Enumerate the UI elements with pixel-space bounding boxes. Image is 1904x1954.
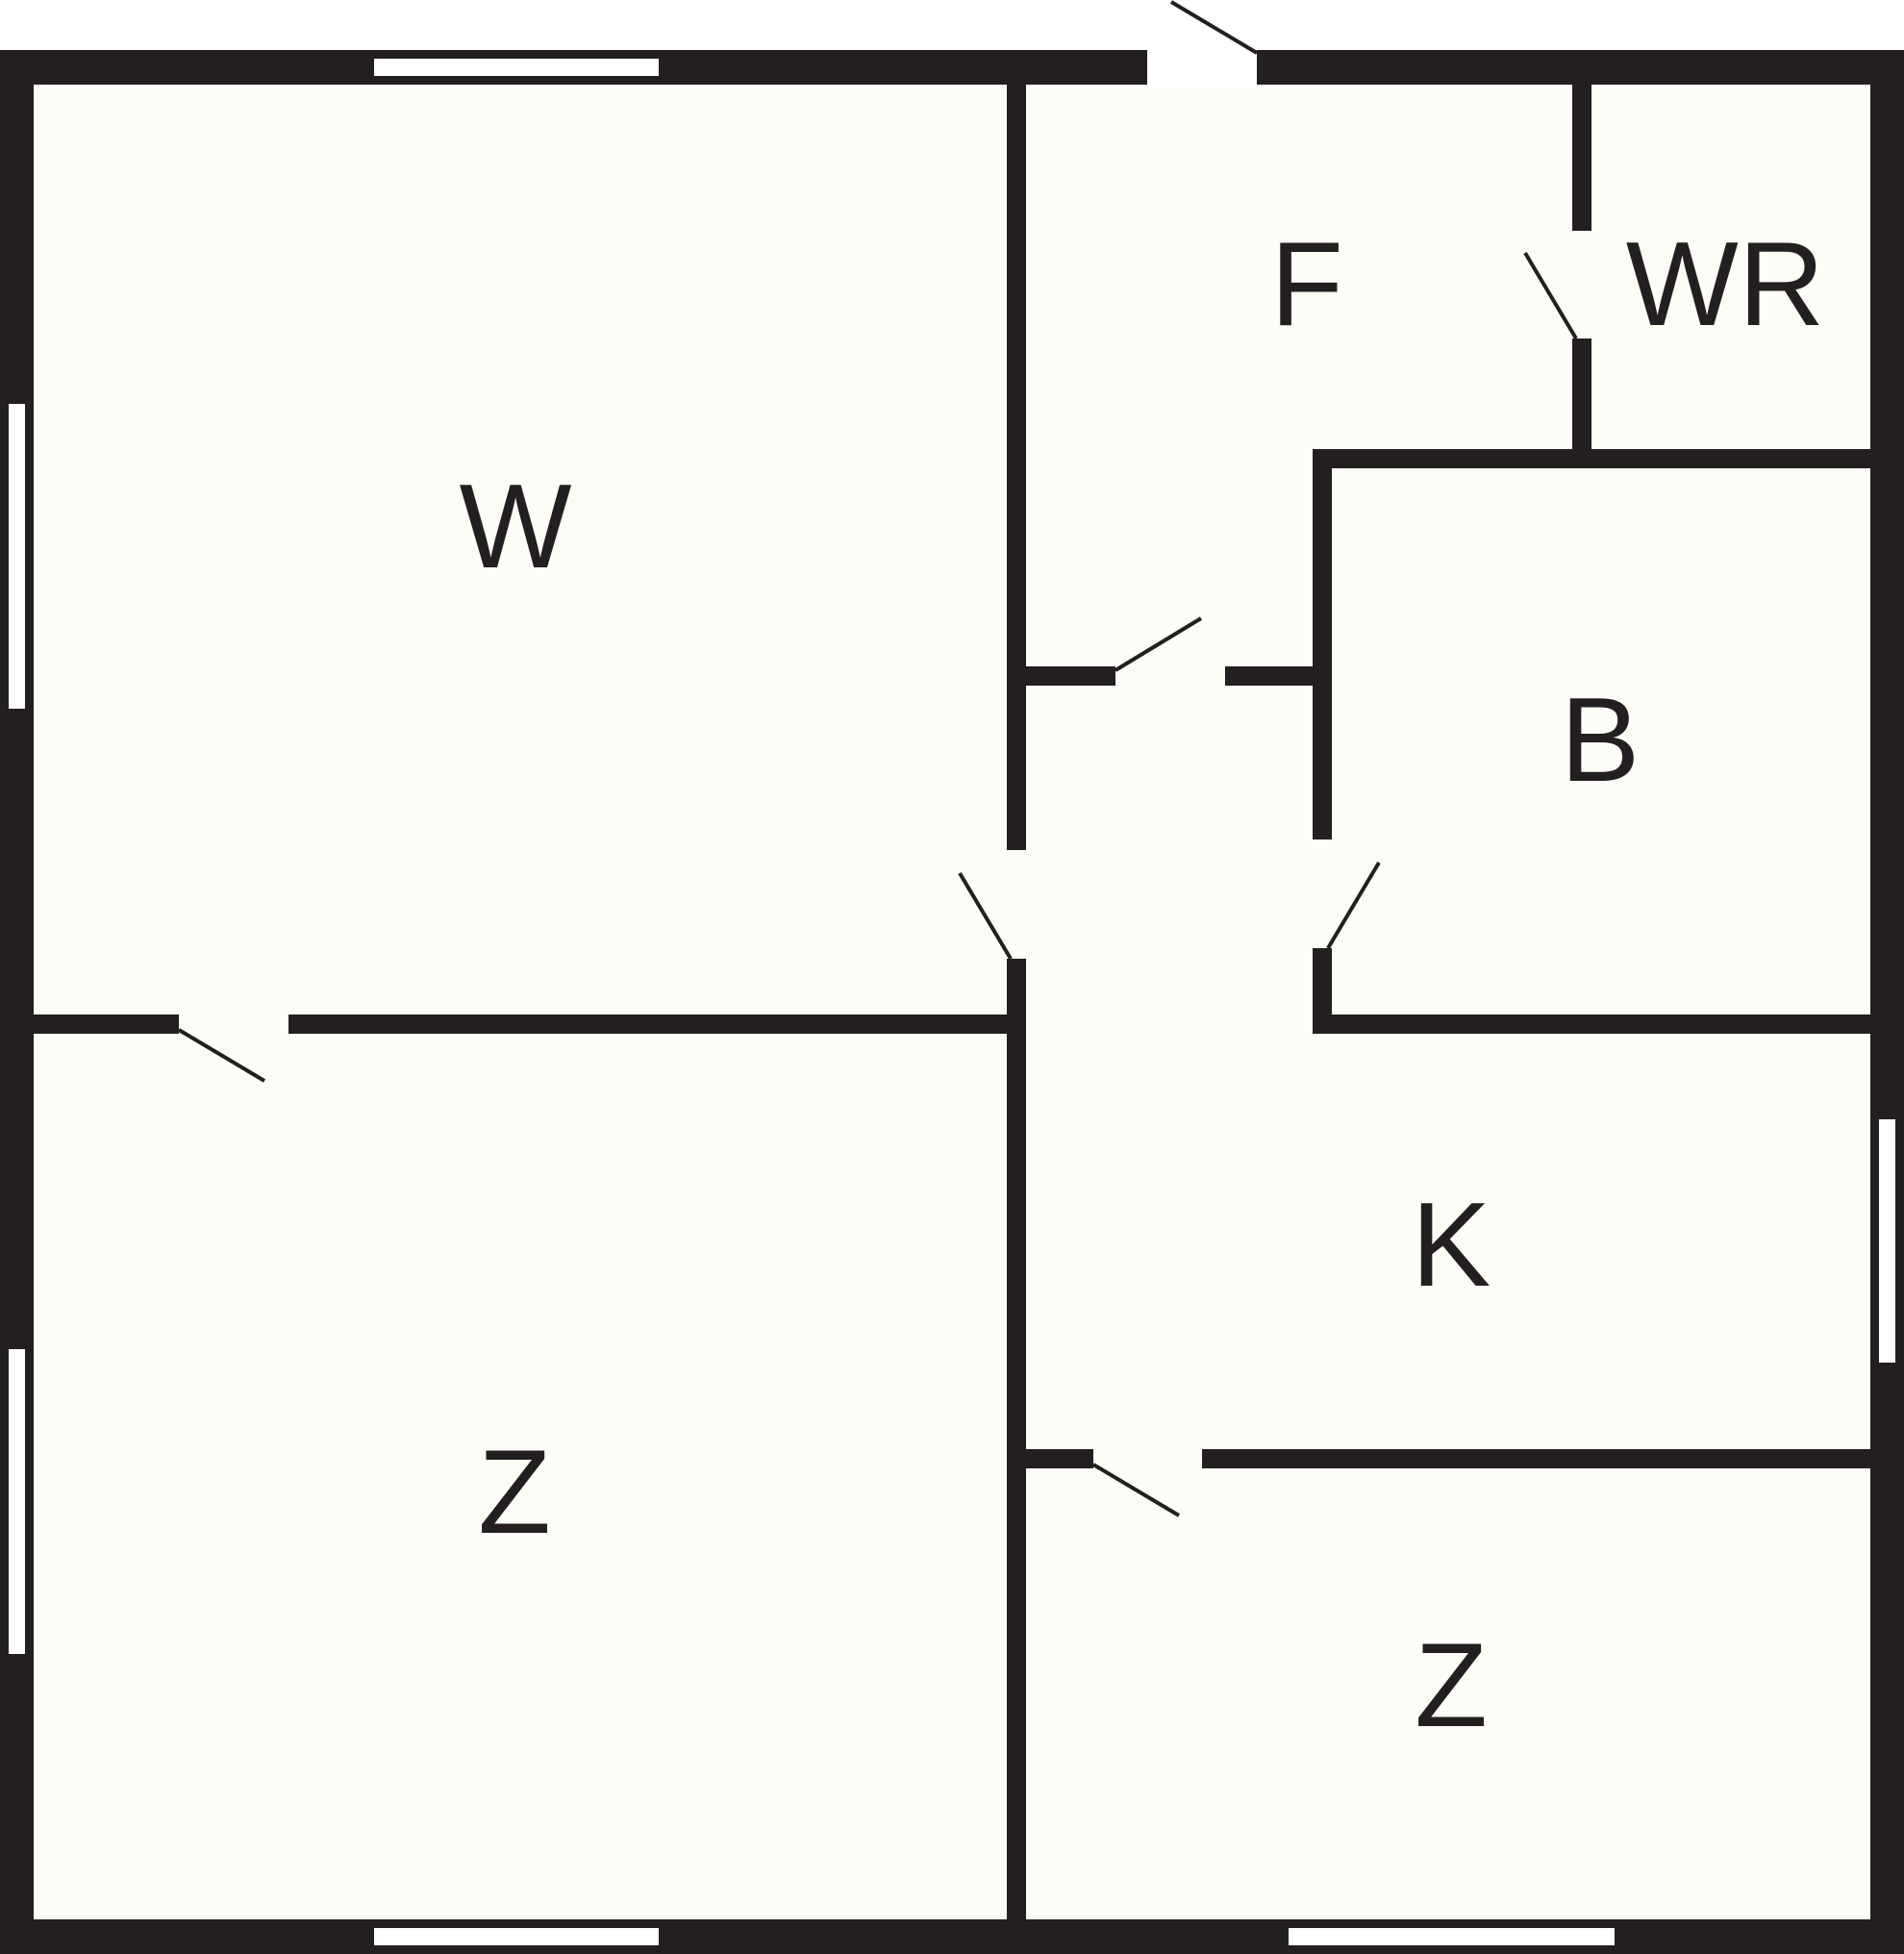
floor-area xyxy=(34,85,1870,1919)
entrance-door xyxy=(1169,0,1259,55)
window-bottom-bedroom-right xyxy=(1289,1928,1615,1945)
doors xyxy=(177,0,1578,1517)
bath-door-opening xyxy=(1313,839,1332,948)
bedroom-right-door-opening xyxy=(1093,1449,1202,1468)
room-label-hall: F xyxy=(1270,218,1343,351)
windows xyxy=(9,59,1895,1945)
wall-kitchen-bedroom xyxy=(1026,1449,1870,1468)
hall-door xyxy=(1114,616,1203,672)
room-label-bedroom-left: Z xyxy=(478,1426,551,1559)
wall-hall-stub-right xyxy=(1225,666,1313,686)
window-right-kitchen xyxy=(1879,1119,1895,1363)
window-left-living xyxy=(9,404,25,709)
bedroom-left-door-opening xyxy=(179,1015,288,1034)
living-door-opening xyxy=(1007,850,1026,959)
wall-living-hall xyxy=(1007,85,1026,1919)
room-labels: W F WR B K Z Z xyxy=(459,218,1824,1752)
window-top-living xyxy=(374,59,659,76)
bedroom-left-door xyxy=(177,1028,266,1083)
bedroom-right-door xyxy=(1091,1463,1181,1517)
room-label-toilet: WR xyxy=(1626,218,1825,351)
window-bottom-bedroom-left xyxy=(374,1928,659,1945)
bath-door xyxy=(1326,861,1381,950)
room-label-living: W xyxy=(459,461,571,593)
living-door xyxy=(958,871,1013,961)
wall-toilet-bath xyxy=(1313,449,1870,468)
wall-bath-kitchen xyxy=(1313,1015,1870,1034)
toilet-door-opening xyxy=(1572,231,1591,338)
entrance-opening xyxy=(1147,48,1257,87)
wall-hall-stub-left xyxy=(1026,666,1115,686)
door-openings xyxy=(179,48,1591,1468)
room-label-kitchen: K xyxy=(1412,1179,1491,1312)
room-label-bedroom-right: Z xyxy=(1415,1619,1488,1752)
window-left-bedroom xyxy=(9,1349,25,1654)
toilet-door xyxy=(1523,251,1578,340)
room-label-bathroom: B xyxy=(1561,674,1641,807)
outer-walls xyxy=(0,50,1904,1954)
